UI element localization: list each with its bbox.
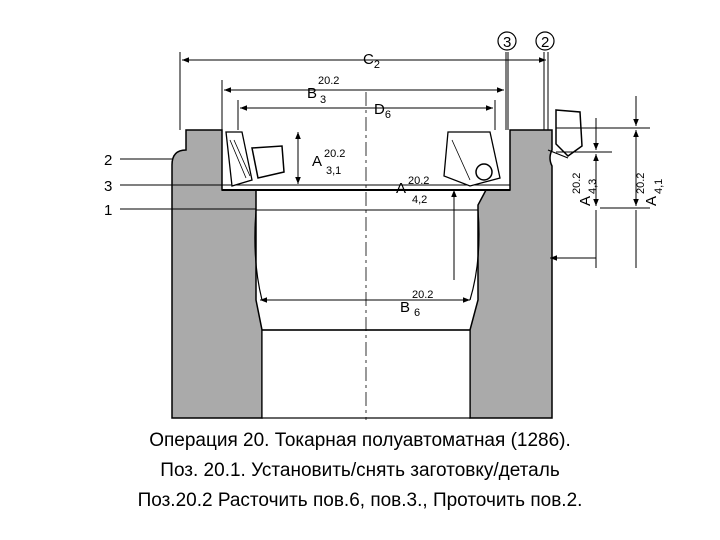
cutting-tools [225,109,583,187]
dimension-texts: C2 B 20.2 3 D6 A 20.2 3,1 A 20.2 4,2 B 2… [104,51,665,319]
surface-marker-2-circle [535,31,555,51]
machining-drawing: C2 B 20.2 3 D6 A 20.2 3,1 A 20.2 4,2 B 2… [104,31,665,420]
dim-a43-label: A [577,196,594,206]
dim-d6-label: D [374,101,385,118]
surface-marker-3-circle [497,31,517,51]
position-label-3: 3 [104,178,112,195]
dimension-lines [120,52,650,303]
dim-b3-sub: 3 [320,94,326,106]
caption-position-1: Поз. 20.1. Установить/снять заготовку/де… [160,460,560,481]
part-left-wall [171,129,263,419]
dim-a42-label: A [396,180,406,197]
surface-marker-3: 3 [503,34,511,51]
surface-markers: 3 2 [497,31,555,51]
dim-b6-sub: 6 [414,307,420,319]
svg-text:C2: C2 [363,51,380,71]
left-insert [251,145,285,179]
svg-text:D6: D6 [374,101,391,121]
dim-a42-sub: 4,2 [412,194,427,206]
dim-a41-sup: 20.2 [635,173,647,194]
dim-a43-sub: 4,3 [587,179,599,194]
right-insert [475,163,493,181]
surface-marker-2: 2 [541,34,549,51]
dim-b3-label: B [307,85,317,102]
dim-a31-label: A [312,153,322,170]
caption-operation: Операция 20. Токарная полуавтоматная (12… [149,430,571,451]
caption: Операция 20. Токарная полуавтоматная (12… [0,426,720,516]
dim-a41-label: A [643,196,660,206]
turning-tool [555,109,583,157]
svg-text:B: B [307,85,317,102]
dim-a41-sub: 4,1 [653,179,665,194]
part-section [171,129,553,419]
caption-position-2: Поз.20.2 Расточить пов.6, пов.3., Проточ… [137,490,583,511]
position-label-2: 2 [104,152,112,169]
dim-b6-label: B [400,299,410,316]
dim-d6-sub: 6 [385,109,391,121]
dim-c2-sub: 2 [374,59,380,71]
position-label-1: 1 [104,202,112,219]
dim-b6-sup: 20.2 [412,289,433,301]
dim-b3-sup: 20.2 [318,75,339,87]
dim-a31-sup: 20.2 [324,148,345,160]
part-right-wall [469,129,553,419]
dim-a31-sub: 3,1 [326,165,341,177]
dim-a43-sup: 20.2 [571,173,583,194]
dim-a42-sup: 20.2 [408,175,429,187]
dim-c2-label: C [363,51,374,68]
